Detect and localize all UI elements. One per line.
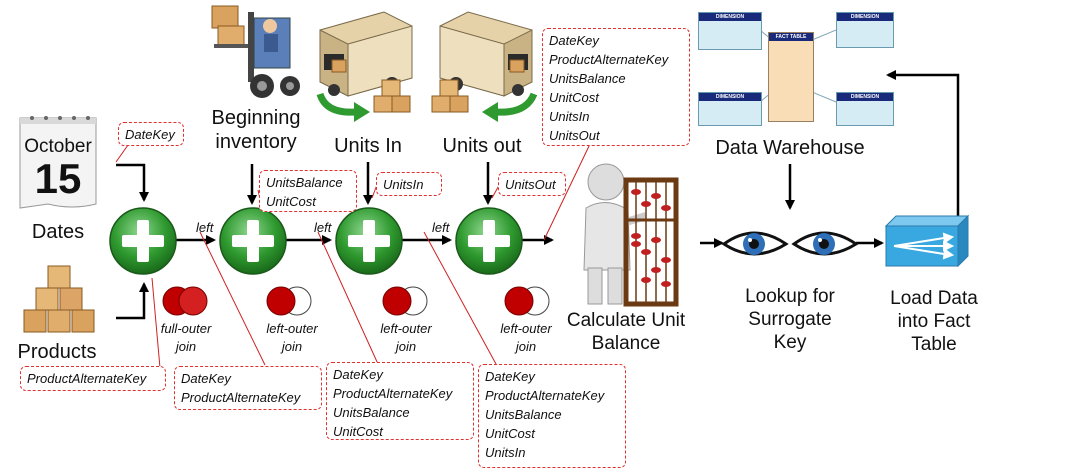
lookup-line1: Lookup for — [745, 286, 835, 307]
units-in-label: Units In — [334, 135, 402, 157]
forklift-icon — [208, 4, 304, 102]
join-label-2: left-outer join — [252, 320, 332, 355]
dimension-table-2: DIMENSION — [836, 12, 894, 48]
lookup-line3: Key — [773, 331, 807, 353]
products-to-join1-arrow — [116, 282, 149, 320]
units-out-label: Units out — [442, 135, 522, 157]
field-datekey: DateKey — [181, 371, 231, 386]
load-fact-table-label: Load Data into Fact Table — [872, 288, 996, 356]
field-unitsout: UnitsOut — [505, 177, 556, 192]
merge-node-4 — [455, 207, 523, 275]
join-label-2-line2: join — [281, 338, 303, 354]
field-datekey: DateKey — [485, 369, 535, 384]
field-datekey: DateKey — [549, 33, 599, 48]
field-unitcost: UnitCost — [266, 194, 316, 209]
venn-left-outer-icon-3 — [504, 286, 550, 316]
join-label-2-line1: left-outer — [266, 321, 318, 336]
edge-label-left-3: left — [432, 220, 450, 235]
load-line2: into Fact — [897, 310, 971, 332]
dimension-header: DIMENSION — [699, 93, 761, 101]
products-label: Products — [17, 341, 97, 363]
dimension-header: DIMENSION — [837, 13, 893, 21]
field-unitsin: UnitsIn — [485, 445, 526, 460]
field-box-after-join2: DateKey ProductAlternateKey UnitsBalance… — [326, 362, 474, 440]
lookup-surrogate-key-label: Lookup for Surrogate Key — [720, 286, 860, 354]
merge-node-1 — [109, 207, 177, 275]
load-line3: Table — [911, 333, 957, 355]
field-box-productkey: ProductAlternateKey — [20, 366, 166, 391]
beginning-inventory-line2: inventory — [215, 131, 297, 153]
field-box-unitsin: UnitsIn — [376, 172, 442, 196]
field-productkey: ProductAlternateKey — [549, 52, 669, 67]
merge-node-2 — [219, 207, 287, 275]
abacus-figure-icon — [572, 160, 682, 310]
data-warehouse-label: Data Warehouse — [715, 137, 865, 159]
boxes-icon — [14, 262, 104, 342]
field-datekey: DateKey — [125, 127, 175, 142]
merge-node-3 — [335, 207, 403, 275]
fact-table-header: FACT TABLE — [769, 33, 813, 41]
field-unitcost: UnitCost — [549, 90, 599, 105]
field-datekey: DateKey — [333, 367, 383, 382]
calculate-line1: Calculate Unit — [566, 310, 686, 331]
lookup-line2: Surrogate — [748, 308, 832, 330]
join-label-4: left-outer join — [486, 320, 566, 355]
venn-left-outer-icon-2 — [382, 286, 428, 316]
dimension-table-4: DIMENSION — [836, 92, 894, 126]
field-unitsin: UnitsIn — [383, 177, 424, 192]
dates-label: Dates — [31, 221, 85, 243]
calculate-unit-balance-label: Calculate Unit Balance — [556, 310, 696, 356]
field-unitsout: UnitsOut — [549, 128, 600, 143]
join-label-1-line2: join — [175, 338, 197, 354]
star-schema-icon: DIMENSION DIMENSION FACT TABLE DIMENSION… — [696, 10, 896, 126]
fact-table: FACT TABLE — [768, 32, 814, 122]
field-unitcost: UnitCost — [333, 424, 383, 439]
field-box-after-join4: DateKey ProductAlternateKey UnitsBalance… — [542, 28, 690, 146]
join-label-4-line2: join — [515, 338, 537, 354]
dimension-table-1: DIMENSION — [698, 12, 762, 50]
calculate-line2: Balance — [591, 332, 661, 354]
load-to-warehouse-arrow — [886, 70, 960, 218]
venn-full-outer-icon — [162, 286, 208, 316]
field-unitsbalance: UnitsBalance — [333, 405, 410, 420]
edge-label-left-1: left — [196, 220, 214, 235]
field-box-inventory: UnitsBalance UnitCost — [259, 170, 357, 212]
join-label-3-line1: left-outer — [380, 321, 432, 336]
field-unitsbalance: UnitsBalance — [549, 71, 626, 86]
join-label-3-line2: join — [395, 338, 417, 354]
beginning-inventory-label: Beginning inventory — [196, 106, 316, 154]
field-unitsbalance: UnitsBalance — [266, 175, 343, 190]
dimension-header: DIMENSION — [699, 13, 761, 21]
eyes-icon — [720, 222, 860, 264]
network-switch-icon — [884, 214, 970, 268]
load-line1: Load Data — [890, 288, 978, 309]
field-box-datekey: DateKey — [118, 122, 184, 146]
join-label-4-line1: left-outer — [500, 321, 552, 336]
dimension-header: DIMENSION — [837, 93, 893, 101]
truck-in-icon — [312, 8, 422, 128]
truck-out-icon — [426, 8, 540, 128]
calendar-month: October — [24, 136, 92, 157]
field-productkey: ProductAlternateKey — [485, 388, 605, 403]
join-label-1: full-outer join — [146, 320, 226, 355]
field-productkey: ProductAlternateKey — [27, 371, 147, 386]
field-productkey: ProductAlternateKey — [181, 390, 301, 405]
field-productkey: ProductAlternateKey — [333, 386, 453, 401]
beginning-inventory-line1: Beginning — [211, 107, 301, 129]
venn-left-outer-icon-1 — [266, 286, 312, 316]
calendar-day: 15 — [34, 155, 82, 202]
field-box-after-join1: DateKey ProductAlternateKey — [174, 366, 322, 410]
calendar-icon: October 15 — [12, 112, 104, 212]
field-unitcost: UnitCost — [485, 426, 535, 441]
field-box-after-join3: DateKey ProductAlternateKey UnitsBalance… — [478, 364, 626, 468]
dates-to-join1-arrow — [116, 163, 149, 202]
field-unitsin: UnitsIn — [549, 109, 590, 124]
dimension-table-3: DIMENSION — [698, 92, 762, 126]
edge-label-left-2: left — [314, 220, 332, 235]
join-label-1-line1: full-outer — [160, 321, 212, 336]
field-box-unitsout: UnitsOut — [498, 172, 566, 196]
field-unitsbalance: UnitsBalance — [485, 407, 562, 422]
join-label-3: left-outer join — [366, 320, 446, 355]
